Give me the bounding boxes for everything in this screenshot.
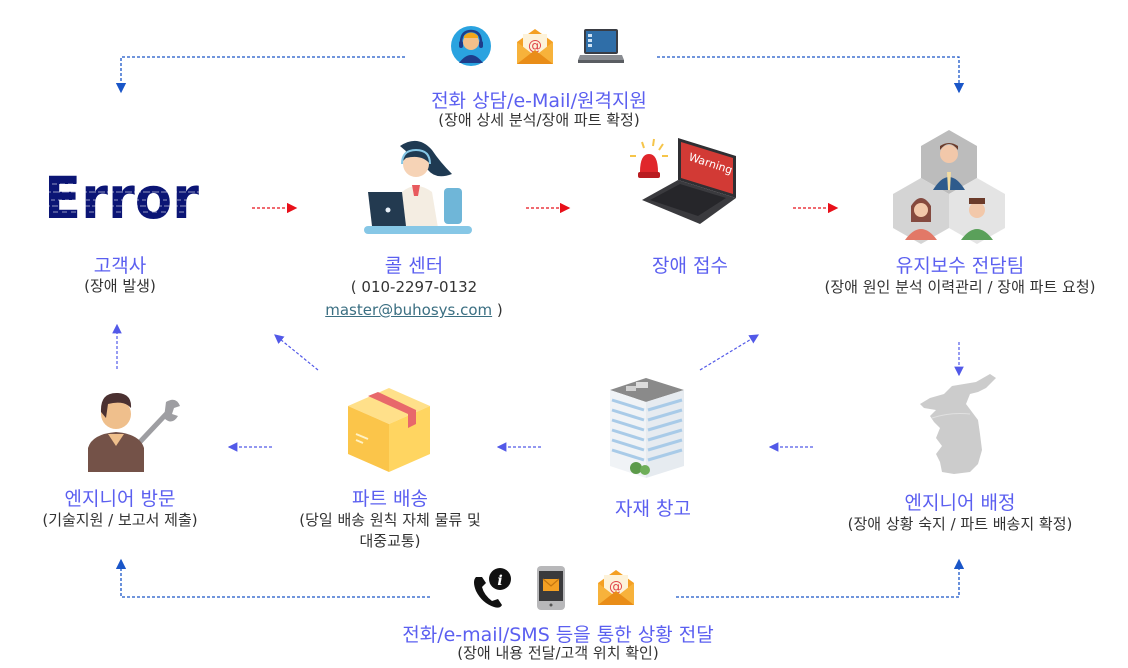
svg-text:@: @ [528, 38, 542, 54]
team-members-icon [893, 128, 1005, 250]
call-center-agent-icon [362, 140, 474, 240]
headset-agent-icon [450, 25, 492, 71]
engineer-assign-title: 엔지니어 배정 [904, 492, 1016, 514]
email-icon: @ [515, 26, 555, 70]
parts-delivery-title: 파트 배송 [352, 488, 428, 510]
mobile-mail-icon [537, 566, 565, 614]
top-channel-title: 전화 상담/e-Mail/원격지원 [431, 90, 647, 112]
top-left-connector [115, 56, 405, 94]
engineer-wrench-icon [88, 388, 184, 482]
svg-text:@: @ [609, 579, 623, 595]
bottom-channel-title: 전화/e-mail/SMS 등을 통한 상황 전달 [402, 624, 714, 646]
bottom-left-connector [115, 558, 430, 598]
customer-subtitle: (장애 발생) [84, 277, 156, 295]
maintenance-team-title: 유지보수 전담팀 [895, 255, 1025, 277]
engineer-visit-title: 엔지니어 방문 [64, 488, 176, 510]
phone-info-icon: i [470, 567, 514, 613]
call-center-phone: ( 010-2297-0132 [350, 278, 478, 296]
arrow-warehouse-to-team [699, 334, 760, 371]
engineer-assign-subtitle: (장애 상황 숙지 / 파트 배송지 확정) [847, 515, 1073, 533]
customer-title: 고객사 [93, 255, 147, 277]
maintenance-team-subtitle: (장애 원인 분석 이력관리 / 장애 파트 요청) [824, 278, 1096, 296]
warning-laptop-icon: Warning [628, 136, 738, 230]
top-channel-subtitle: (장애 상세 분석/장애 파트 확정) [438, 111, 640, 129]
engineer-visit-subtitle: (기술지원 / 보고서 제출) [42, 511, 198, 529]
error-screen-icon: Error [44, 164, 200, 232]
call-center-email-line: master@buhosys.com ) [280, 300, 548, 321]
korea-map-icon [920, 372, 1000, 480]
warehouse-title: 자재 창고 [615, 498, 691, 520]
parts-delivery-subtitle-line2: 대중교통) [359, 532, 421, 550]
svg-text:i: i [497, 573, 502, 589]
warehouse-building-icon [606, 376, 688, 484]
call-center-email-suffix: ) [492, 301, 503, 319]
bottom-channel-subtitle: (장애 내용 전달/고객 위치 확인) [457, 644, 659, 662]
error-logo-text: Error [44, 168, 199, 220]
fault-receipt-title: 장애 접수 [652, 255, 728, 277]
bottom-right-connector [676, 558, 965, 598]
parts-delivery-subtitle-line1: (당일 배송 원칙 자체 물류 및 [299, 511, 481, 529]
package-box-icon [346, 384, 432, 478]
top-right-connector [657, 56, 965, 94]
arrow-delivery-to-callcenter [274, 334, 319, 371]
laptop-icon [578, 27, 624, 69]
email-icon-bottom: @ [596, 567, 636, 611]
call-center-email-link[interactable]: master@buhosys.com [325, 301, 493, 319]
call-center-title: 콜 센터 [384, 255, 444, 277]
